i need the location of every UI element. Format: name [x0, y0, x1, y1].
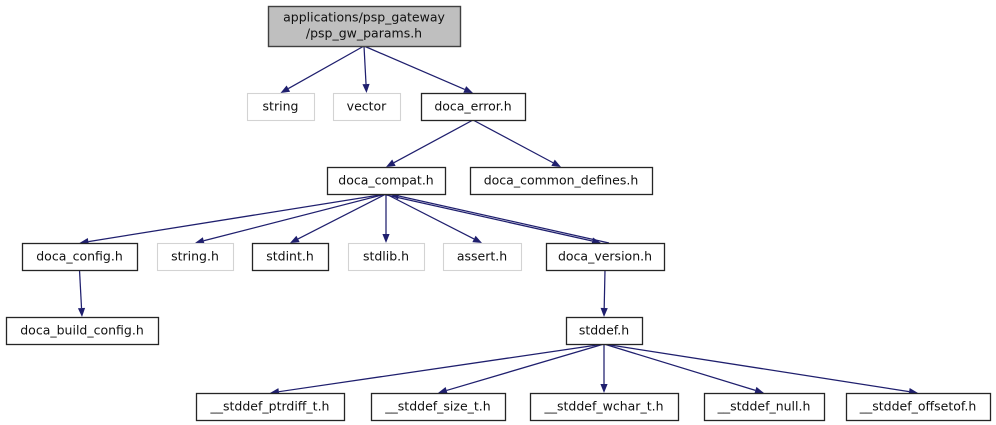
node-label: stddef.h	[579, 323, 629, 338]
graph-node-vector[interactable]: vector	[332, 92, 402, 122]
graph-node-doca_common_defines[interactable]: doca_common_defines.h	[469, 166, 654, 196]
graph-node-doca_config[interactable]: doca_config.h	[21, 242, 139, 272]
node-label: __stddef_offsetof.h	[859, 399, 977, 414]
graph-node-stddef_offsetof[interactable]: __stddef_offsetof.h	[845, 392, 992, 422]
graph-node-stddef_h[interactable]: stddef.h	[565, 316, 644, 346]
edge-doca_version-to-doca_compat	[390, 192, 610, 244]
graph-node-stddef_size[interactable]: __stddef_size_t.h	[370, 392, 507, 422]
edge-stddef_h-to-stddef_ptrdiff	[270, 343, 605, 396]
node-label: string	[263, 99, 299, 114]
graph-node-doca_version[interactable]: doca_version.h	[545, 242, 666, 272]
graph-node-stdlib_h[interactable]: stdlib.h	[347, 242, 426, 272]
edge-root-to-vector	[362, 45, 370, 93]
node-label: string.h	[171, 249, 219, 264]
node-label: doca_version.h	[558, 249, 652, 264]
edge-root-to-doca_error	[363, 45, 473, 93]
node-label-line1: applications/psp_gateway	[283, 10, 445, 25]
graph-node-stddef_null[interactable]: __stddef_null.h	[703, 392, 826, 422]
edge-stddef_h-to-stddef_offsetof	[603, 343, 918, 396]
graph-node-stddef_ptrdiff[interactable]: __stddef_ptrdiff_t.h	[195, 392, 346, 422]
edge-stddef_h-to-stddef_wchar	[600, 344, 608, 393]
edge-stddef_h-to-stddef_null	[603, 343, 764, 394]
graph-node-stdint_h[interactable]: stdint.h	[251, 242, 330, 272]
node-label: __stddef_size_t.h	[384, 399, 490, 414]
graph-node-string[interactable]: string	[246, 92, 316, 122]
node-label: assert.h	[457, 249, 507, 264]
edge-doca_compat-to-doca_config	[79, 193, 387, 246]
graph-node-doca_compat[interactable]: doca_compat.h	[326, 166, 447, 196]
edge-doca_config-to-doca_build_config	[77, 269, 86, 317]
node-label: doca_config.h	[36, 249, 123, 264]
edge-doca_error-to-doca_compat	[386, 119, 474, 167]
node-label: doca_build_config.h	[20, 323, 144, 338]
edge-doca_compat-to-assert_h	[385, 193, 482, 243]
node-label: __stddef_ptrdiff_t.h	[210, 399, 330, 414]
edge-doca_compat-to-doca_version	[381, 193, 601, 245]
graph-node-string_h[interactable]: string.h	[156, 242, 235, 272]
edge-doca_compat-to-string_h	[195, 193, 387, 245]
edge-stddef_h-to-stddef_size	[438, 343, 605, 394]
graph-node-root[interactable]: applications/psp_gateway/psp_gw_params.h	[267, 5, 462, 48]
graph-node-assert_h[interactable]: assert.h	[442, 242, 523, 272]
node-label: stdlib.h	[363, 249, 409, 264]
edge-root-to-string	[280, 45, 365, 93]
graph-node-stddef_wchar[interactable]: __stddef_wchar_t.h	[529, 392, 680, 422]
node-label: doca_compat.h	[338, 173, 433, 188]
edge-doca_compat-to-stdint_h	[290, 193, 387, 243]
node-label: vector	[347, 99, 388, 114]
node-label: doca_common_defines.h	[484, 173, 639, 188]
node-layer: applications/psp_gateway/psp_gw_params.h…	[5, 5, 992, 422]
edge-doca_error-to-doca_common_defines	[472, 119, 561, 167]
node-label: doca_error.h	[434, 99, 511, 114]
graph-node-doca_error[interactable]: doca_error.h	[420, 92, 527, 122]
graph-node-doca_build_config[interactable]: doca_build_config.h	[5, 316, 160, 346]
node-label: __stddef_wchar_t.h	[544, 399, 664, 414]
edge-doca_version-to-stddef_h	[600, 269, 608, 317]
edge-doca_compat-to-stdlib_h	[382, 194, 390, 243]
node-label-line2: /psp_gw_params.h	[306, 26, 422, 41]
node-label: __stddef_null.h	[717, 399, 811, 414]
node-label: stdint.h	[266, 249, 314, 264]
